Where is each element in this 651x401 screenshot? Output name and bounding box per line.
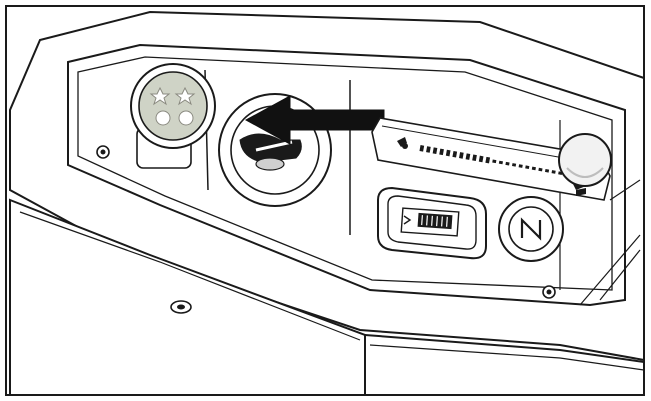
slider-dash bbox=[492, 159, 497, 164]
slider-dash bbox=[452, 150, 458, 158]
panel-edge bbox=[364, 334, 645, 363]
slider-dash bbox=[558, 171, 563, 175]
slider-level-dashes bbox=[419, 145, 563, 175]
slider-dash bbox=[512, 163, 517, 167]
panel-edge-inner bbox=[19, 211, 361, 341]
screw-head-2 bbox=[546, 289, 552, 295]
lower-panel bbox=[9, 198, 366, 396]
aux-jack-icon[interactable] bbox=[498, 196, 564, 262]
screw-head bbox=[100, 149, 106, 155]
trim-line-2 bbox=[599, 249, 641, 301]
slider-dash bbox=[459, 152, 464, 159]
screw-hole bbox=[177, 304, 185, 310]
slider-dash bbox=[551, 170, 556, 174]
usb-port-icon[interactable] bbox=[377, 186, 487, 260]
slider-dash bbox=[538, 167, 543, 172]
fan-low-icon bbox=[397, 137, 408, 149]
slider-dash bbox=[465, 153, 471, 160]
slider-dash bbox=[439, 148, 444, 156]
trim-line-3 bbox=[579, 234, 641, 306]
slider-dash bbox=[531, 166, 536, 171]
power-outlet-icon[interactable] bbox=[130, 63, 216, 169]
trim-line-1 bbox=[609, 179, 641, 201]
slider-dash bbox=[426, 146, 431, 153]
slider-dash bbox=[432, 147, 438, 154]
slider-dash bbox=[518, 164, 523, 168]
panel-edge-lower bbox=[369, 344, 645, 371]
slider-knob-icon[interactable] bbox=[558, 133, 612, 187]
slider-dash bbox=[419, 145, 425, 152]
slider-dash bbox=[445, 149, 451, 157]
slider-dash bbox=[525, 165, 530, 170]
arrow-left-icon bbox=[244, 95, 385, 145]
slider-dash bbox=[544, 168, 550, 173]
slider-dash bbox=[478, 155, 484, 163]
slider-dash bbox=[485, 156, 491, 164]
seat-heater-stars-icon bbox=[149, 86, 196, 126]
slider-dash bbox=[505, 161, 510, 166]
slider-dash bbox=[498, 160, 503, 165]
slider-dash bbox=[472, 154, 477, 162]
